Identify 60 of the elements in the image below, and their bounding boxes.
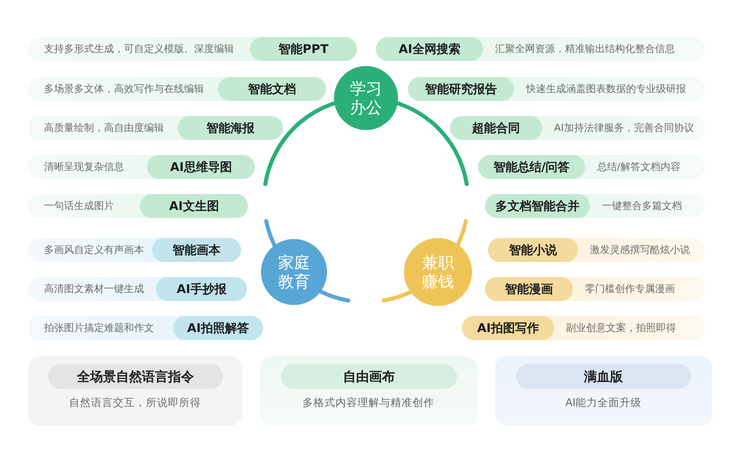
feature-band bbox=[462, 316, 705, 340]
feature-description: 总结/解答文档内容 bbox=[597, 160, 680, 175]
feature-tag: 智能文档 bbox=[218, 77, 326, 101]
feature-tag: 智能PPT bbox=[250, 37, 357, 61]
card-description: 多格式内容理解与精准创作 bbox=[302, 396, 434, 410]
feature-description: 支持多形式生成，可自定义模版、深度编辑 bbox=[44, 42, 234, 57]
feature-description: 多场景多文体，高效写作与在线编辑 bbox=[44, 82, 204, 97]
feature-description: 高清图文素材一键生成 bbox=[44, 282, 144, 297]
feature-tag: AI手抄报 bbox=[156, 277, 247, 301]
feature-band bbox=[28, 116, 283, 140]
feature-description: 清晰呈现复杂信息 bbox=[44, 160, 124, 175]
card-description: AI能力全面升级 bbox=[565, 396, 642, 410]
feature-description: 高质量绘制，高自由度编辑 bbox=[44, 122, 164, 136]
feature-tag: 自由画布 bbox=[281, 364, 457, 389]
feature-tag: 全场景自然语言指令 bbox=[48, 364, 223, 389]
feature-tag: 智能研究报告 bbox=[408, 77, 514, 101]
feature-tag: 超能合同 bbox=[450, 116, 542, 140]
feature-tag: 智能总结/问答 bbox=[478, 155, 585, 179]
feature-description: 快速生成涵盖图表数据的专业级研报 bbox=[526, 82, 686, 97]
feature-card bbox=[495, 356, 712, 426]
feature-description: 一键整合多篇文档 bbox=[602, 200, 682, 214]
feature-band bbox=[408, 77, 705, 101]
feature-card bbox=[28, 356, 242, 426]
feature-band bbox=[28, 37, 357, 61]
feature-band bbox=[28, 316, 263, 340]
feature-description: 汇聚全网资源，精准输出结构化整合信息 bbox=[495, 42, 675, 57]
category-circle: 家庭教育 bbox=[261, 239, 327, 305]
feature-band bbox=[28, 277, 247, 301]
feature-tag: AI拍图写作 bbox=[462, 316, 554, 340]
feature-card bbox=[260, 356, 477, 426]
feature-band bbox=[28, 194, 248, 218]
feature-description: 副业创意文案，拍照即得 bbox=[566, 322, 676, 336]
feature-band bbox=[478, 155, 705, 179]
feature-tag: 满血版 bbox=[516, 364, 691, 389]
feature-description: 一句话生成图片 bbox=[44, 200, 114, 214]
feature-description: 激发灵感撰写酷炫小说 bbox=[590, 244, 690, 258]
feature-description: 拍张图片搞定难题和作文 bbox=[44, 322, 154, 336]
feature-tag: 多文档智能合并 bbox=[485, 194, 590, 218]
card-description: 自然语言交互，所说即所得 bbox=[69, 396, 201, 410]
feature-tag: 智能漫画 bbox=[485, 277, 573, 301]
feature-tag: AI思维导图 bbox=[147, 155, 255, 179]
feature-tag: AI文生图 bbox=[140, 194, 248, 218]
category-circle: 兼职赚钱 bbox=[404, 238, 472, 306]
feature-description: AI加持法律服务，完善合同协议 bbox=[554, 122, 694, 136]
feature-tag: AI拍照解答 bbox=[173, 316, 263, 340]
feature-band bbox=[450, 116, 705, 140]
feature-tag: 智能海报 bbox=[178, 116, 283, 140]
feature-description: 零门槛创作专属漫画 bbox=[585, 282, 675, 297]
feature-band bbox=[28, 238, 241, 262]
feature-tag: 智能小说 bbox=[488, 238, 578, 262]
feature-tag: 智能画本 bbox=[152, 238, 241, 262]
feature-band bbox=[485, 277, 705, 301]
feature-description: 多画风自定义有声画本 bbox=[44, 244, 144, 258]
feature-band bbox=[28, 155, 255, 179]
feature-band bbox=[28, 77, 326, 101]
feature-tag: AI全网搜索 bbox=[376, 37, 483, 61]
feature-band bbox=[485, 194, 705, 218]
category-circle: 学习办公 bbox=[334, 66, 398, 130]
feature-band bbox=[488, 238, 705, 262]
feature-band bbox=[376, 37, 705, 61]
